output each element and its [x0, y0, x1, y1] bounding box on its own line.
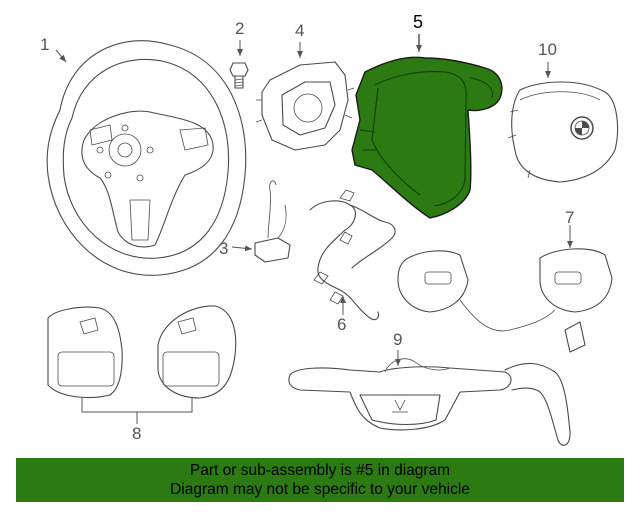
- wiring-harness-icon: [309, 189, 396, 321]
- callout-8: 8: [132, 424, 142, 443]
- parts-diagram: [46, 34, 619, 446]
- column-switch-icon: [288, 358, 571, 446]
- steering-wheel-icon: [46, 40, 247, 276]
- callout-10: 10: [538, 40, 557, 59]
- leader-lines: [55, 34, 573, 424]
- callout-5: 5: [413, 12, 424, 32]
- callout-4: 4: [295, 21, 305, 40]
- callout-1: 1: [40, 35, 50, 54]
- paddle-shifter-icon: [47, 305, 237, 413]
- roundel-logo-icon: [570, 116, 594, 140]
- clock-spring-icon: [255, 61, 355, 151]
- bolt-icon: [229, 62, 249, 89]
- callout-6: 6: [337, 315, 347, 334]
- airbag-module-icon: [507, 81, 619, 183]
- banner-line-1: Part or sub-assembly is #5 in diagram: [189, 462, 451, 479]
- callout-9: 9: [393, 330, 403, 349]
- info-banner: Part or sub-assembly is #5 in diagram Di…: [16, 458, 624, 502]
- banner-line-2: Diagram may not be specific to your vehi…: [170, 481, 470, 498]
- connector-icon: [254, 180, 291, 263]
- callout-2: 2: [235, 19, 245, 38]
- callout-7: 7: [565, 208, 575, 227]
- steering-switches-icon: [397, 248, 613, 353]
- trim-cover-icon: [351, 56, 503, 219]
- callout-3: 3: [219, 239, 229, 258]
